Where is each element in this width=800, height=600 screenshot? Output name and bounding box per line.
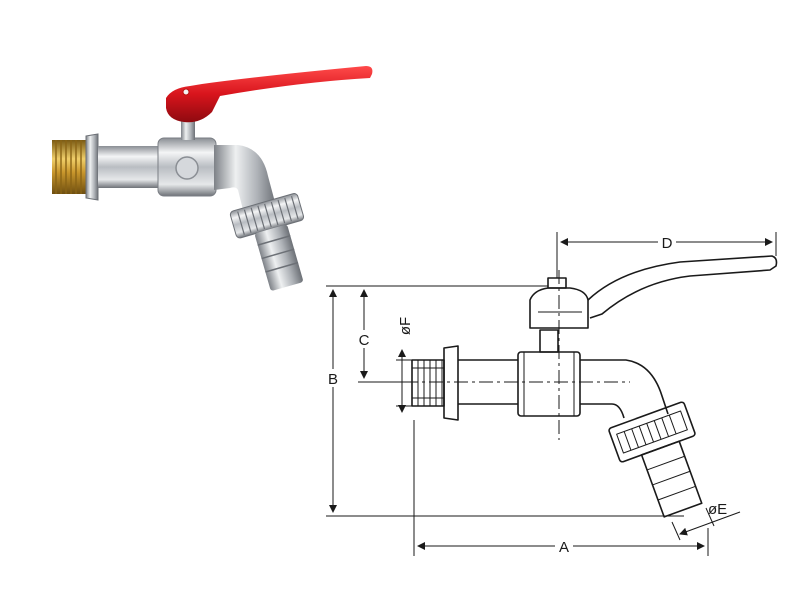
logo-emblem: [175, 156, 199, 180]
drawing-body: [458, 359, 518, 405]
dim-e-line: [679, 511, 741, 536]
brass-thread: [52, 140, 88, 194]
dimension-lines: [326, 232, 777, 556]
dim-label-b: B: [328, 371, 338, 388]
lever-screw: [182, 88, 190, 96]
drawing-elbow: [580, 359, 669, 419]
drawing-lever: [587, 255, 778, 319]
drawing-hex-nut: [443, 345, 459, 421]
valve-photo: [52, 66, 373, 291]
drawing-hose-barb: [640, 440, 703, 518]
dimension-labels: A B C D øE øF: [325, 233, 727, 556]
red-lever: [166, 66, 373, 123]
dim-label-e: øE: [708, 501, 727, 518]
hose-barb: [255, 224, 303, 291]
technical-drawing: [404, 255, 778, 518]
valve-body: [98, 146, 160, 188]
drawing-ball-housing: [517, 351, 581, 417]
hex-nut: [85, 133, 99, 201]
drawing-stem: [539, 329, 559, 353]
drawing-thread: [411, 359, 445, 407]
drawing-screw: [547, 277, 567, 289]
elbow: [214, 145, 276, 214]
dim-label-a: A: [559, 539, 569, 556]
dim-label-c: C: [359, 332, 370, 349]
dim-label-f: øF: [397, 317, 414, 335]
dim-label-d: D: [662, 235, 673, 252]
drawing-cap: [529, 287, 589, 329]
